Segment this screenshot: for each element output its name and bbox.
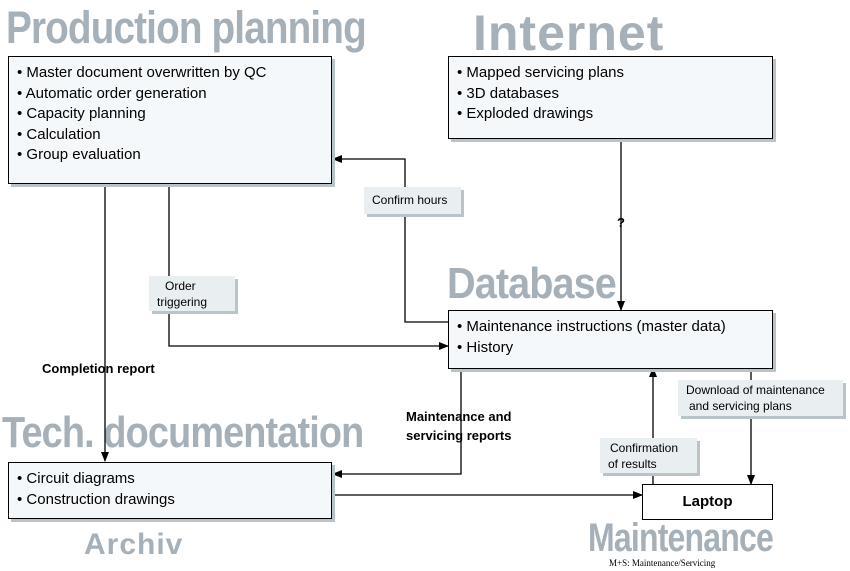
list-item: Automatic order generation [17, 84, 323, 105]
box-production-planning: Master document overwritten by QC Automa… [8, 56, 332, 184]
title-database: Database [447, 259, 617, 308]
laptop-label: Laptop [682, 493, 733, 510]
box-internet: Mapped servicing plans 3D databases Expl… [448, 56, 773, 139]
label-text: of results [608, 457, 657, 471]
label-text: Download of maintenance [686, 383, 825, 397]
list-item: Calculation [17, 125, 323, 146]
title-archiv: Archiv [84, 528, 184, 561]
box-tech-documentation: Circuit diagrams Construction drawings [8, 462, 332, 519]
list-item: Group evaluation [17, 145, 323, 166]
label-text: Maintenance and [406, 409, 512, 424]
title-tech-documentation: Tech. documentation [2, 408, 364, 457]
label-maintenance-reports: Maintenance and servicing reports [406, 407, 512, 445]
box-database: Maintenance instructions (master data) H… [448, 310, 773, 369]
list-item: Construction drawings [17, 490, 323, 511]
label-question: ? [617, 215, 625, 230]
arrow-order-triggering [168, 183, 449, 350]
label-download-plans: Download of maintenance and servicing pl… [678, 380, 843, 416]
label-text: and servicing plans [689, 399, 792, 413]
label-order-triggering: Order triggering [149, 276, 235, 311]
arrow-confirm-hours [332, 155, 448, 323]
list-item: 3D databases [457, 84, 764, 105]
list-item: Mapped servicing plans [457, 63, 764, 84]
label-completion-report: Completion report [42, 361, 155, 376]
box-laptop: Laptop [642, 484, 773, 520]
footnote: M+S: Maintenance/Servicing [609, 558, 716, 568]
list-item: Master document overwritten by QC [17, 63, 323, 84]
arrow-maintenance-reports [332, 368, 462, 478]
label-confirmation-results: Confirmation of results [600, 438, 697, 473]
list-item: Maintenance instructions (master data) [457, 317, 764, 338]
title-internet: Internet [473, 5, 665, 61]
label-text: triggering [157, 295, 208, 309]
title-production-planning: Production planning [6, 2, 367, 53]
title-maintenance: Maintenance [588, 516, 774, 560]
label-confirm-hours: Confirm hours [364, 187, 461, 214]
list-item: Circuit diagrams [17, 469, 323, 490]
list-item: Capacity planning [17, 104, 323, 125]
list-item: History [457, 338, 764, 359]
label-text: Confirmation [610, 441, 679, 455]
list-item: Exploded drawings [457, 104, 764, 125]
label-text: Order [165, 279, 196, 293]
label-text: Confirm hours [372, 193, 448, 207]
label-text: servicing reports [406, 428, 512, 443]
